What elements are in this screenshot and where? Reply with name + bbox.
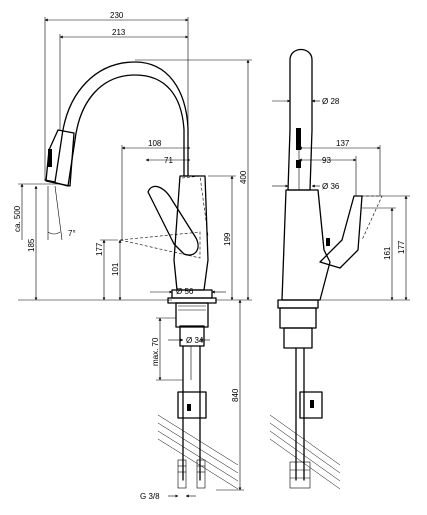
dim-108: 108 (148, 139, 162, 148)
dim-dia-56: Ø 56 (176, 287, 194, 296)
side-spray-button (296, 128, 301, 150)
dimension-labels: 230 213 400 Ø 28 137 93 Ø 36 108 71 ca. … (13, 11, 406, 501)
spout-outline (44, 61, 189, 187)
dim-161: 161 (383, 246, 392, 260)
dim-dia-36: Ø 36 (322, 182, 340, 191)
dim-dia-34: Ø 34 (186, 336, 204, 345)
dim-dia-28: Ø 28 (322, 97, 340, 106)
dim-185: 185 (27, 238, 36, 252)
side-body (281, 189, 331, 301)
dim-71: 71 (164, 156, 173, 165)
dim-840: 840 (231, 388, 240, 402)
dim-400: 400 (239, 170, 248, 184)
dim-199: 199 (223, 232, 232, 246)
lever-handle (147, 185, 199, 256)
dim-93: 93 (322, 156, 331, 165)
valve-block (177, 391, 207, 419)
front-view (44, 61, 239, 490)
dim-101: 101 (111, 262, 120, 276)
dim-137: 137 (336, 139, 350, 148)
dim-213: 213 (112, 28, 126, 37)
side-spout (287, 48, 313, 191)
dim-177-right: 177 (397, 240, 406, 254)
dim-ca-500: ca. 500 (13, 205, 22, 232)
spray-button (48, 149, 52, 167)
dimension-lines (18, 17, 410, 498)
dim-g-3-8: G 3/8 (140, 492, 160, 501)
side-view (269, 48, 383, 490)
dim-177-left: 177 (95, 242, 104, 256)
dim-230: 230 (110, 11, 124, 20)
dim-max-70: max. 70 (151, 337, 160, 366)
side-valve-block (299, 391, 323, 419)
side-lever (319, 195, 363, 269)
dim-angle-7: 7° (68, 229, 76, 238)
